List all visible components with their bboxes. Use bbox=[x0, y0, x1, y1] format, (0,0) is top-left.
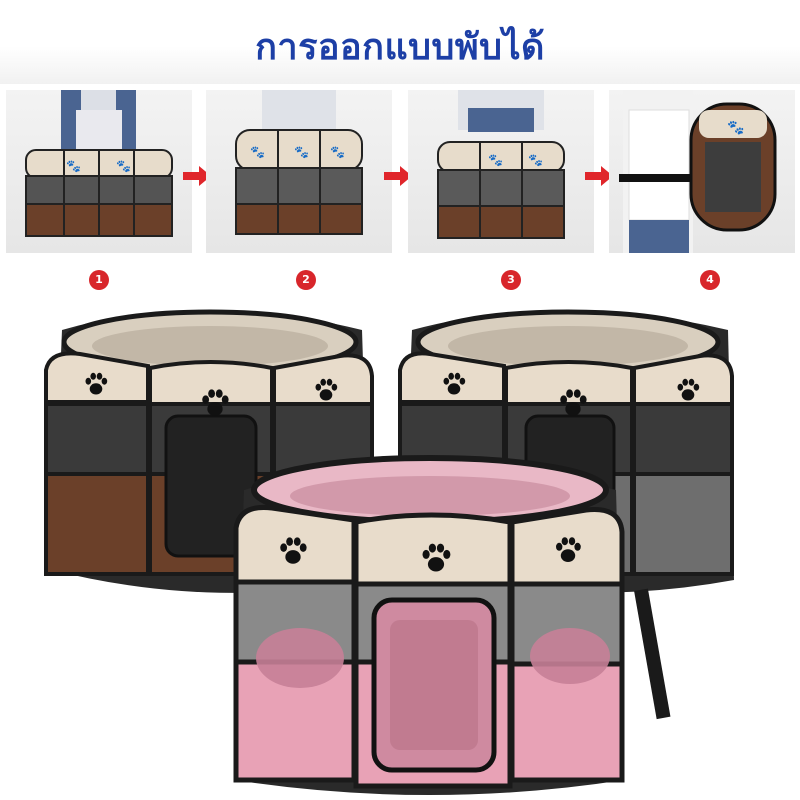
svg-text:🐾: 🐾 bbox=[330, 145, 345, 159]
step-photo-4: 🐾 bbox=[609, 90, 795, 253]
arrow-right-icon bbox=[384, 166, 412, 186]
title-band bbox=[0, 0, 800, 84]
arrow-right-icon bbox=[585, 166, 613, 186]
step-photo-1: 🐾 🐾 bbox=[6, 90, 192, 253]
step-badge-1: 1 bbox=[89, 270, 109, 290]
svg-text:🐾: 🐾 bbox=[488, 153, 503, 167]
svg-text:🐾: 🐾 bbox=[294, 145, 309, 159]
page-title: การออกแบบพับได้ bbox=[255, 27, 545, 68]
svg-text:🐾: 🐾 bbox=[528, 153, 543, 167]
svg-text:🐾: 🐾 bbox=[116, 159, 131, 173]
product-hero bbox=[44, 309, 734, 795]
step-photo-2: 🐾 🐾 🐾 bbox=[206, 90, 392, 253]
svg-text:🐾: 🐾 bbox=[727, 120, 744, 136]
arrow-right-icon bbox=[183, 166, 211, 186]
svg-text:🐾: 🐾 bbox=[250, 145, 265, 159]
svg-text:🐾: 🐾 bbox=[66, 159, 81, 173]
step-badge-2: 2 bbox=[296, 270, 316, 290]
step-photo-3: 🐾 🐾 bbox=[408, 90, 594, 253]
step-badge-4: 4 bbox=[700, 270, 720, 290]
step-badge-3: 3 bbox=[501, 270, 521, 290]
playpen-pink bbox=[233, 455, 671, 795]
